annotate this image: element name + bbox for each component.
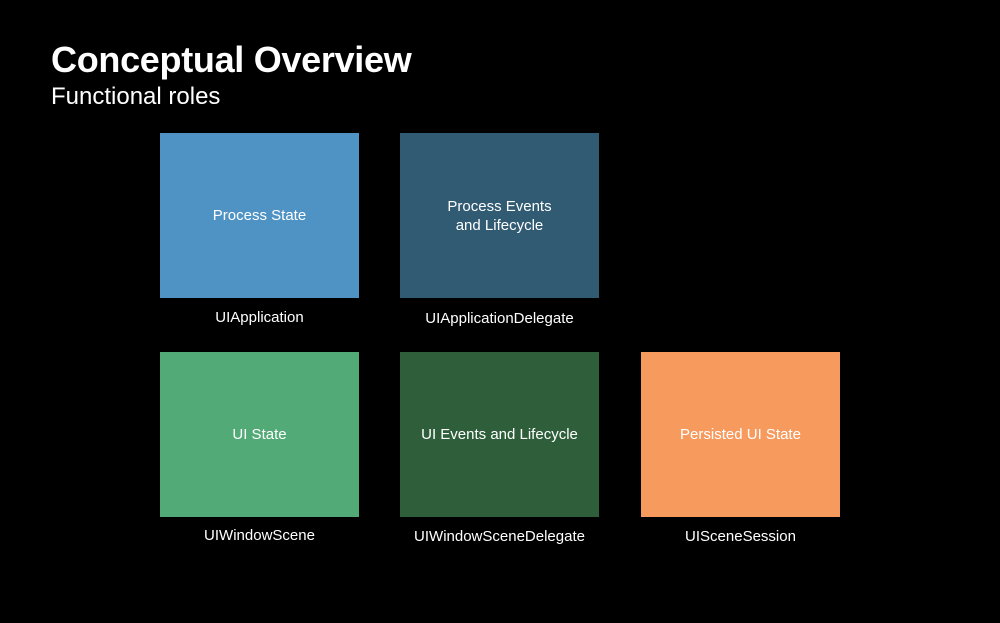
role-uiapplication: Process State UIApplication bbox=[160, 133, 360, 327]
slide-subtitle: Functional roles bbox=[51, 83, 221, 110]
role-caption-uiapplicationdelegate: UIApplicationDelegate bbox=[425, 310, 574, 327]
role-uiapplicationdelegate: Process Events and Lifecycle UIApplicati… bbox=[400, 133, 600, 328]
role-caption-uiwindowscenedelegate: UIWindowSceneDelegate bbox=[414, 528, 585, 545]
role-box-process-state: Process State bbox=[160, 133, 359, 298]
role-box-persisted-ui-state: Persisted UI State bbox=[641, 352, 840, 517]
role-box-process-events: Process Events and Lifecycle bbox=[400, 133, 599, 298]
role-caption-uiwindowscene: UIWindowScene bbox=[204, 527, 315, 544]
role-uiscenesession: Persisted UI State UISceneSession bbox=[641, 352, 841, 546]
role-uiwindowscenedelegate: UI Events and Lifecycle UIWindowSceneDel… bbox=[400, 352, 600, 546]
role-uiwindowscene: UI State UIWindowScene bbox=[160, 352, 360, 545]
role-caption-uiscenesession: UISceneSession bbox=[685, 528, 796, 545]
role-box-ui-events: UI Events and Lifecycle bbox=[400, 352, 599, 517]
slide-title: Conceptual Overview bbox=[51, 39, 412, 80]
role-box-ui-state: UI State bbox=[160, 352, 359, 517]
role-caption-uiapplication: UIApplication bbox=[215, 309, 304, 326]
